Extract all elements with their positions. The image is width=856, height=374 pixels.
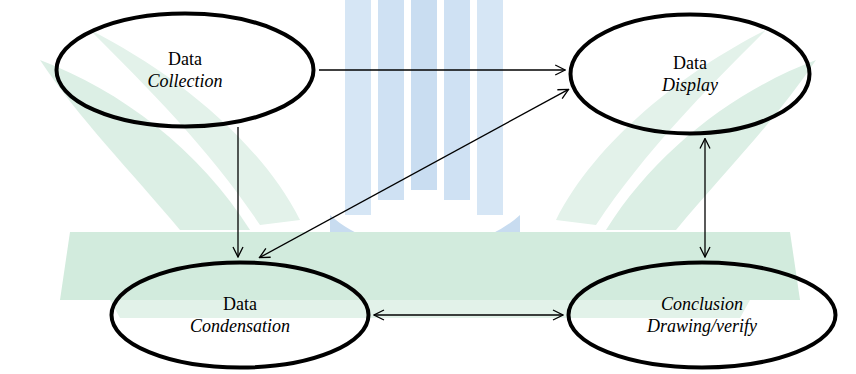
ellipse-outline [54,11,316,129]
process-ellipse: DataCondensation [109,260,371,370]
node-label: Data [223,293,257,316]
ellipse-outline [569,263,836,368]
node-label: Display [662,74,718,97]
watermark-bar [411,0,437,190]
node-label: Collection [148,70,223,93]
ellipse-outline [566,260,838,370]
node-label: Conclusion Drawing/verify [637,293,767,338]
watermark-band [110,300,750,318]
watermark-bar [378,0,404,200]
flow-arrow [237,127,238,257]
process-ellipse: Conclusion Drawing/verify [566,260,838,370]
ellipse-outline [57,14,314,127]
watermark-band [60,232,800,300]
flow-arrow [319,69,565,70]
watermark-bar [345,0,371,215]
ellipse-outline [112,263,369,368]
flow-arrow [704,139,705,257]
flow-arrow [374,314,563,315]
process-ellipse: DataDisplay [568,12,812,136]
ellipse-outline [109,260,371,370]
flow-arrow [259,89,568,257]
ellipse-outline [568,12,812,136]
watermark-bar [444,0,470,200]
process-ellipse: DataCollection [54,11,316,129]
node-label: Data [673,52,707,75]
ellipse-outline [571,15,810,134]
watermark-bar [477,0,503,215]
node-label: Condensation [190,315,290,338]
node-label: Data [168,48,202,71]
